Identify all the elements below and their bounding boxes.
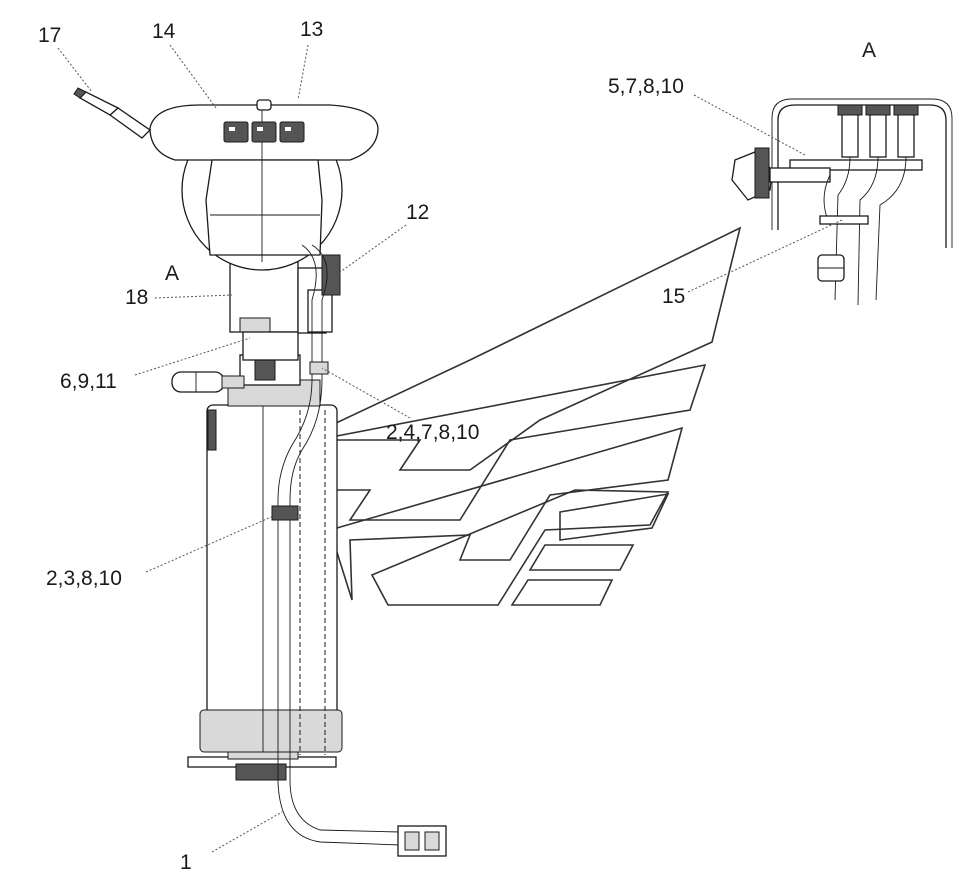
detail-switch-1	[841, 111, 859, 158]
cylinder-top-fitting	[227, 379, 321, 407]
valve-core	[254, 359, 276, 381]
motor-adapter	[242, 331, 299, 361]
antenna-base	[108, 107, 152, 139]
side-handle-grip	[171, 371, 225, 393]
detail-mounting-plate	[789, 159, 923, 171]
callout-2-4-7-8-10: 2,4,7,8,10	[386, 421, 479, 444]
side-handle-shaft	[221, 375, 245, 389]
callout-14: 14	[152, 20, 176, 43]
antenna-stem	[78, 91, 120, 116]
cylinder-shade-edge	[207, 409, 217, 451]
detail-view-a	[731, 98, 953, 306]
button-mark-left	[229, 127, 235, 131]
detail-wire-2	[857, 156, 879, 306]
callout-17: 17	[38, 24, 61, 47]
detail-housing-inner	[771, 98, 953, 248]
control-button-left	[223, 121, 249, 143]
button-mark-middle	[257, 127, 263, 131]
head-top-knob	[256, 99, 272, 111]
leader-6-9-11	[134, 337, 251, 376]
detail-bracket	[769, 167, 831, 183]
leader-12	[335, 224, 407, 276]
main-cylinder-body	[206, 404, 338, 751]
leader-15	[687, 219, 843, 293]
leader-lines	[57, 44, 843, 853]
detail-switch-cap-3	[893, 104, 919, 116]
callout-labels: 17 14 13 12 A 18 6,9,11 2,4,7,8,10 2,3,8…	[38, 18, 876, 874]
leader-18	[154, 294, 233, 299]
callout-6-9-11: 6,9,11	[60, 370, 117, 393]
leader-2-4-7-8-10	[321, 367, 411, 419]
flange-bracket	[235, 763, 287, 781]
control-head-neck	[205, 159, 323, 256]
control-button-right	[279, 121, 305, 143]
callout-a-detail: A	[862, 39, 876, 62]
callout-15: 15	[662, 285, 685, 308]
callout-12: 12	[406, 201, 429, 224]
detail-wire-1	[834, 156, 851, 301]
detail-switch-cap-1	[837, 104, 863, 116]
callout-a-main: A	[165, 262, 179, 285]
leader-17	[57, 47, 93, 93]
watermark-logo	[279, 226, 742, 606]
cable-outer	[289, 244, 401, 833]
leader-14	[169, 44, 217, 109]
detail-switch-cap-2	[865, 104, 891, 116]
antenna-tip	[73, 87, 87, 99]
callout-5-7-8-10: 5,7,8,10	[608, 75, 684, 98]
leader-2-3-8-10	[145, 513, 279, 573]
callout-1: 1	[180, 851, 192, 874]
callout-13: 13	[300, 18, 323, 41]
cylinder-base-cap	[199, 709, 343, 753]
button-mark-right	[285, 127, 291, 131]
cable-clamp-lower	[271, 505, 299, 521]
main-assembly	[73, 87, 447, 857]
end-connector-pin-b	[424, 831, 440, 851]
control-button-middle	[251, 121, 277, 143]
callout-2-3-8-10: 2,3,8,10	[46, 567, 122, 590]
end-connector-pin-a	[404, 831, 420, 851]
callout-18: 18	[125, 286, 148, 309]
detail-switch-3	[897, 111, 915, 158]
detail-switch-2	[869, 111, 887, 158]
leader-5-7-8-10	[693, 94, 806, 156]
cable-inner	[277, 244, 401, 846]
detail-clamp-ring	[819, 215, 869, 225]
detail-wire-3	[875, 156, 907, 301]
leader-13	[297, 44, 309, 101]
motor-collar	[239, 317, 271, 333]
cable-clamp-upper	[309, 361, 329, 375]
leader-1	[211, 811, 283, 853]
detail-grommet	[754, 147, 770, 199]
